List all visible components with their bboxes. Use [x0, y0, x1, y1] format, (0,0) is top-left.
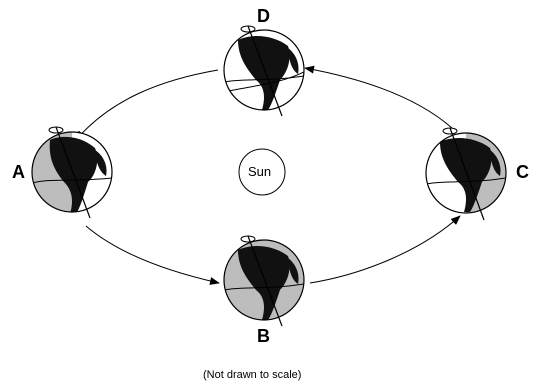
orbit-arc-c-to-d — [304, 65, 453, 129]
position-label-a: A — [12, 162, 25, 182]
earth-c — [425, 127, 507, 221]
orbit-arc-b-to-c — [309, 215, 461, 284]
position-label-b: B — [257, 326, 270, 346]
sun-label: Sun — [248, 164, 272, 179]
position-label-d: D — [257, 6, 270, 26]
orbit-arc-d-to-a — [75, 69, 219, 141]
scale-caption: (Not drawn to scale) — [203, 369, 302, 381]
orbit-arc-a-to-b — [85, 225, 220, 285]
sun-circle — [238, 148, 286, 196]
earth-d — [223, 25, 305, 117]
earth-a — [31, 126, 113, 219]
earth-b — [223, 235, 305, 327]
position-label-c: C — [516, 162, 529, 182]
